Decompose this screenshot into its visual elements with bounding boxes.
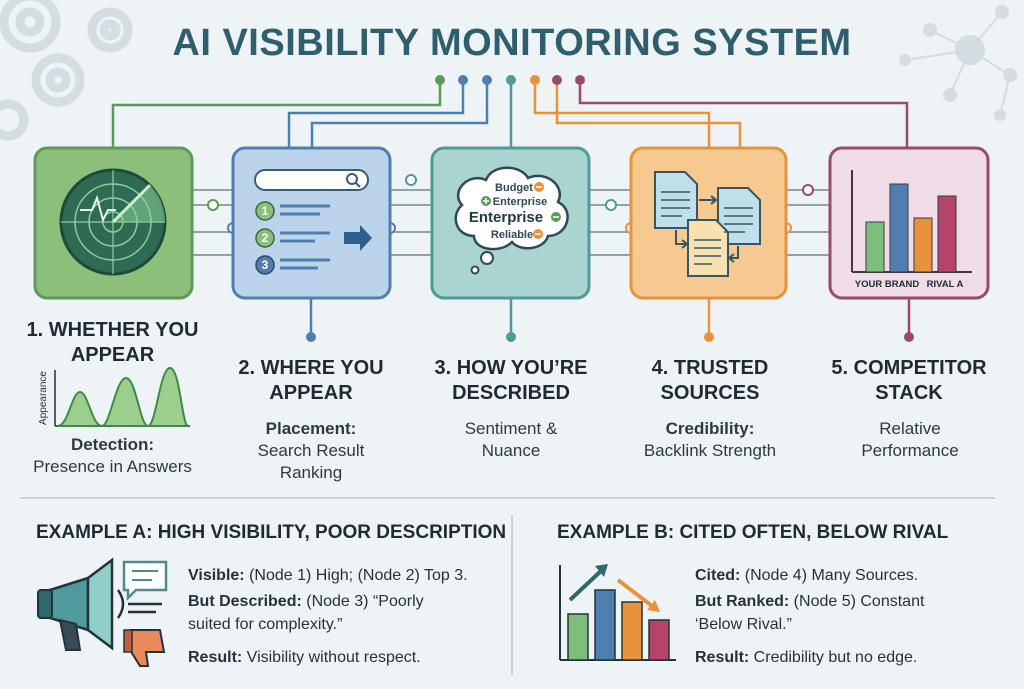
speech-bubble-icon [122, 560, 168, 602]
gear-icon [0, 0, 133, 141]
megaphone-icon [37, 557, 125, 651]
node-4-desc: Backlink Strength [643, 441, 777, 460]
node-4-label: Credibility: [665, 419, 755, 438]
example-a-line-4: Result: Visibility without respect. [188, 649, 421, 666]
network-icon [899, 5, 1017, 121]
examples-divider [511, 515, 513, 675]
node-5-box [828, 146, 990, 300]
node-1-desc: Presence in Answers [33, 457, 192, 476]
rank-3: 3 [262, 258, 269, 272]
section-divider [20, 497, 995, 499]
bus-dots [435, 75, 585, 85]
rank-2: 2 [262, 231, 269, 245]
node-3-title: 3. HOW YOU’RE DESCRIBED [434, 357, 588, 404]
appearance-chart [54, 366, 190, 428]
node-5-description: Relative Performance [840, 418, 980, 462]
example-b-line-2: But Ranked: (Node 5) Constant [695, 593, 925, 610]
node-2-description: Placement: Search Result Ranking [226, 418, 396, 484]
node-1-label: Detection: [70, 435, 155, 454]
document-list-icon [128, 602, 162, 614]
node-1-description: Detection: Presence in Answers [5, 434, 220, 478]
example-a-line-1: Visible: (Node 1) High; (Node 2) Top 3. [188, 567, 468, 584]
documents-icon [654, 171, 761, 277]
chart-label-your-brand: YOUR BRAND [855, 279, 920, 290]
chart-label-rival-a: RIVAL A [927, 279, 964, 290]
top-connectors [111, 80, 909, 148]
horizontal-links [192, 189, 830, 256]
node-3-description: Sentiment & Nuance [436, 418, 586, 462]
bottom-connectors [306, 298, 914, 342]
node-5-title: 5. COMPETITOR STACK [831, 357, 987, 404]
node-2-title: 2. WHERE YOU APPEAR [238, 357, 384, 404]
page-title: AI VISIBILITY MONITORING SYSTEM [172, 22, 852, 64]
node-5-desc: Relative Performance [861, 419, 959, 460]
example-b-line-1: Cited: (Node 4) Many Sources. [695, 567, 919, 584]
cloud-word-budget: Budget [495, 182, 533, 194]
bar-chart-icon [851, 170, 972, 273]
example-a-title: EXAMPLE A: HIGH VISIBILITY, POOR DESCRIP… [36, 522, 507, 543]
node-1-title: 1. WHETHER YOU APPEAR [26, 319, 199, 366]
cloud-word-enterprise-small: Enterprise [493, 196, 547, 208]
node-2-desc: Search Result Ranking [257, 441, 365, 482]
radar-icon [59, 168, 167, 276]
example-a-line-2: But Described: (Node 3) “Poorly [188, 593, 424, 610]
example-b-line-3: ‘Below Rival.” [695, 616, 792, 633]
cloud-word-enterprise-large: Enterprise [469, 209, 543, 226]
appearance-axis-label: Appearance [38, 371, 49, 425]
thought-cloud-icon [454, 166, 569, 275]
example-b-title: EXAMPLE B: CITED OFTEN, BELOW RIVAL [557, 522, 949, 543]
search-results-icon [254, 169, 372, 275]
rank-1: 1 [262, 204, 269, 218]
example-a-line-3: suited for complexity.” [188, 616, 343, 633]
thumbs-down-icon [123, 629, 166, 667]
node-3-desc: Sentiment & Nuance [464, 419, 558, 460]
cloud-word-reliable: Reliable [491, 229, 533, 241]
node-4-title: 4. TRUSTED SOURCES [651, 357, 769, 404]
example-b-line-4: Result: Credibility but no edge. [695, 649, 918, 666]
trend-chart-icon [559, 564, 676, 661]
node-2-label: Placement: [265, 419, 357, 438]
node-4-description: Credibility: Backlink Strength [620, 418, 800, 462]
